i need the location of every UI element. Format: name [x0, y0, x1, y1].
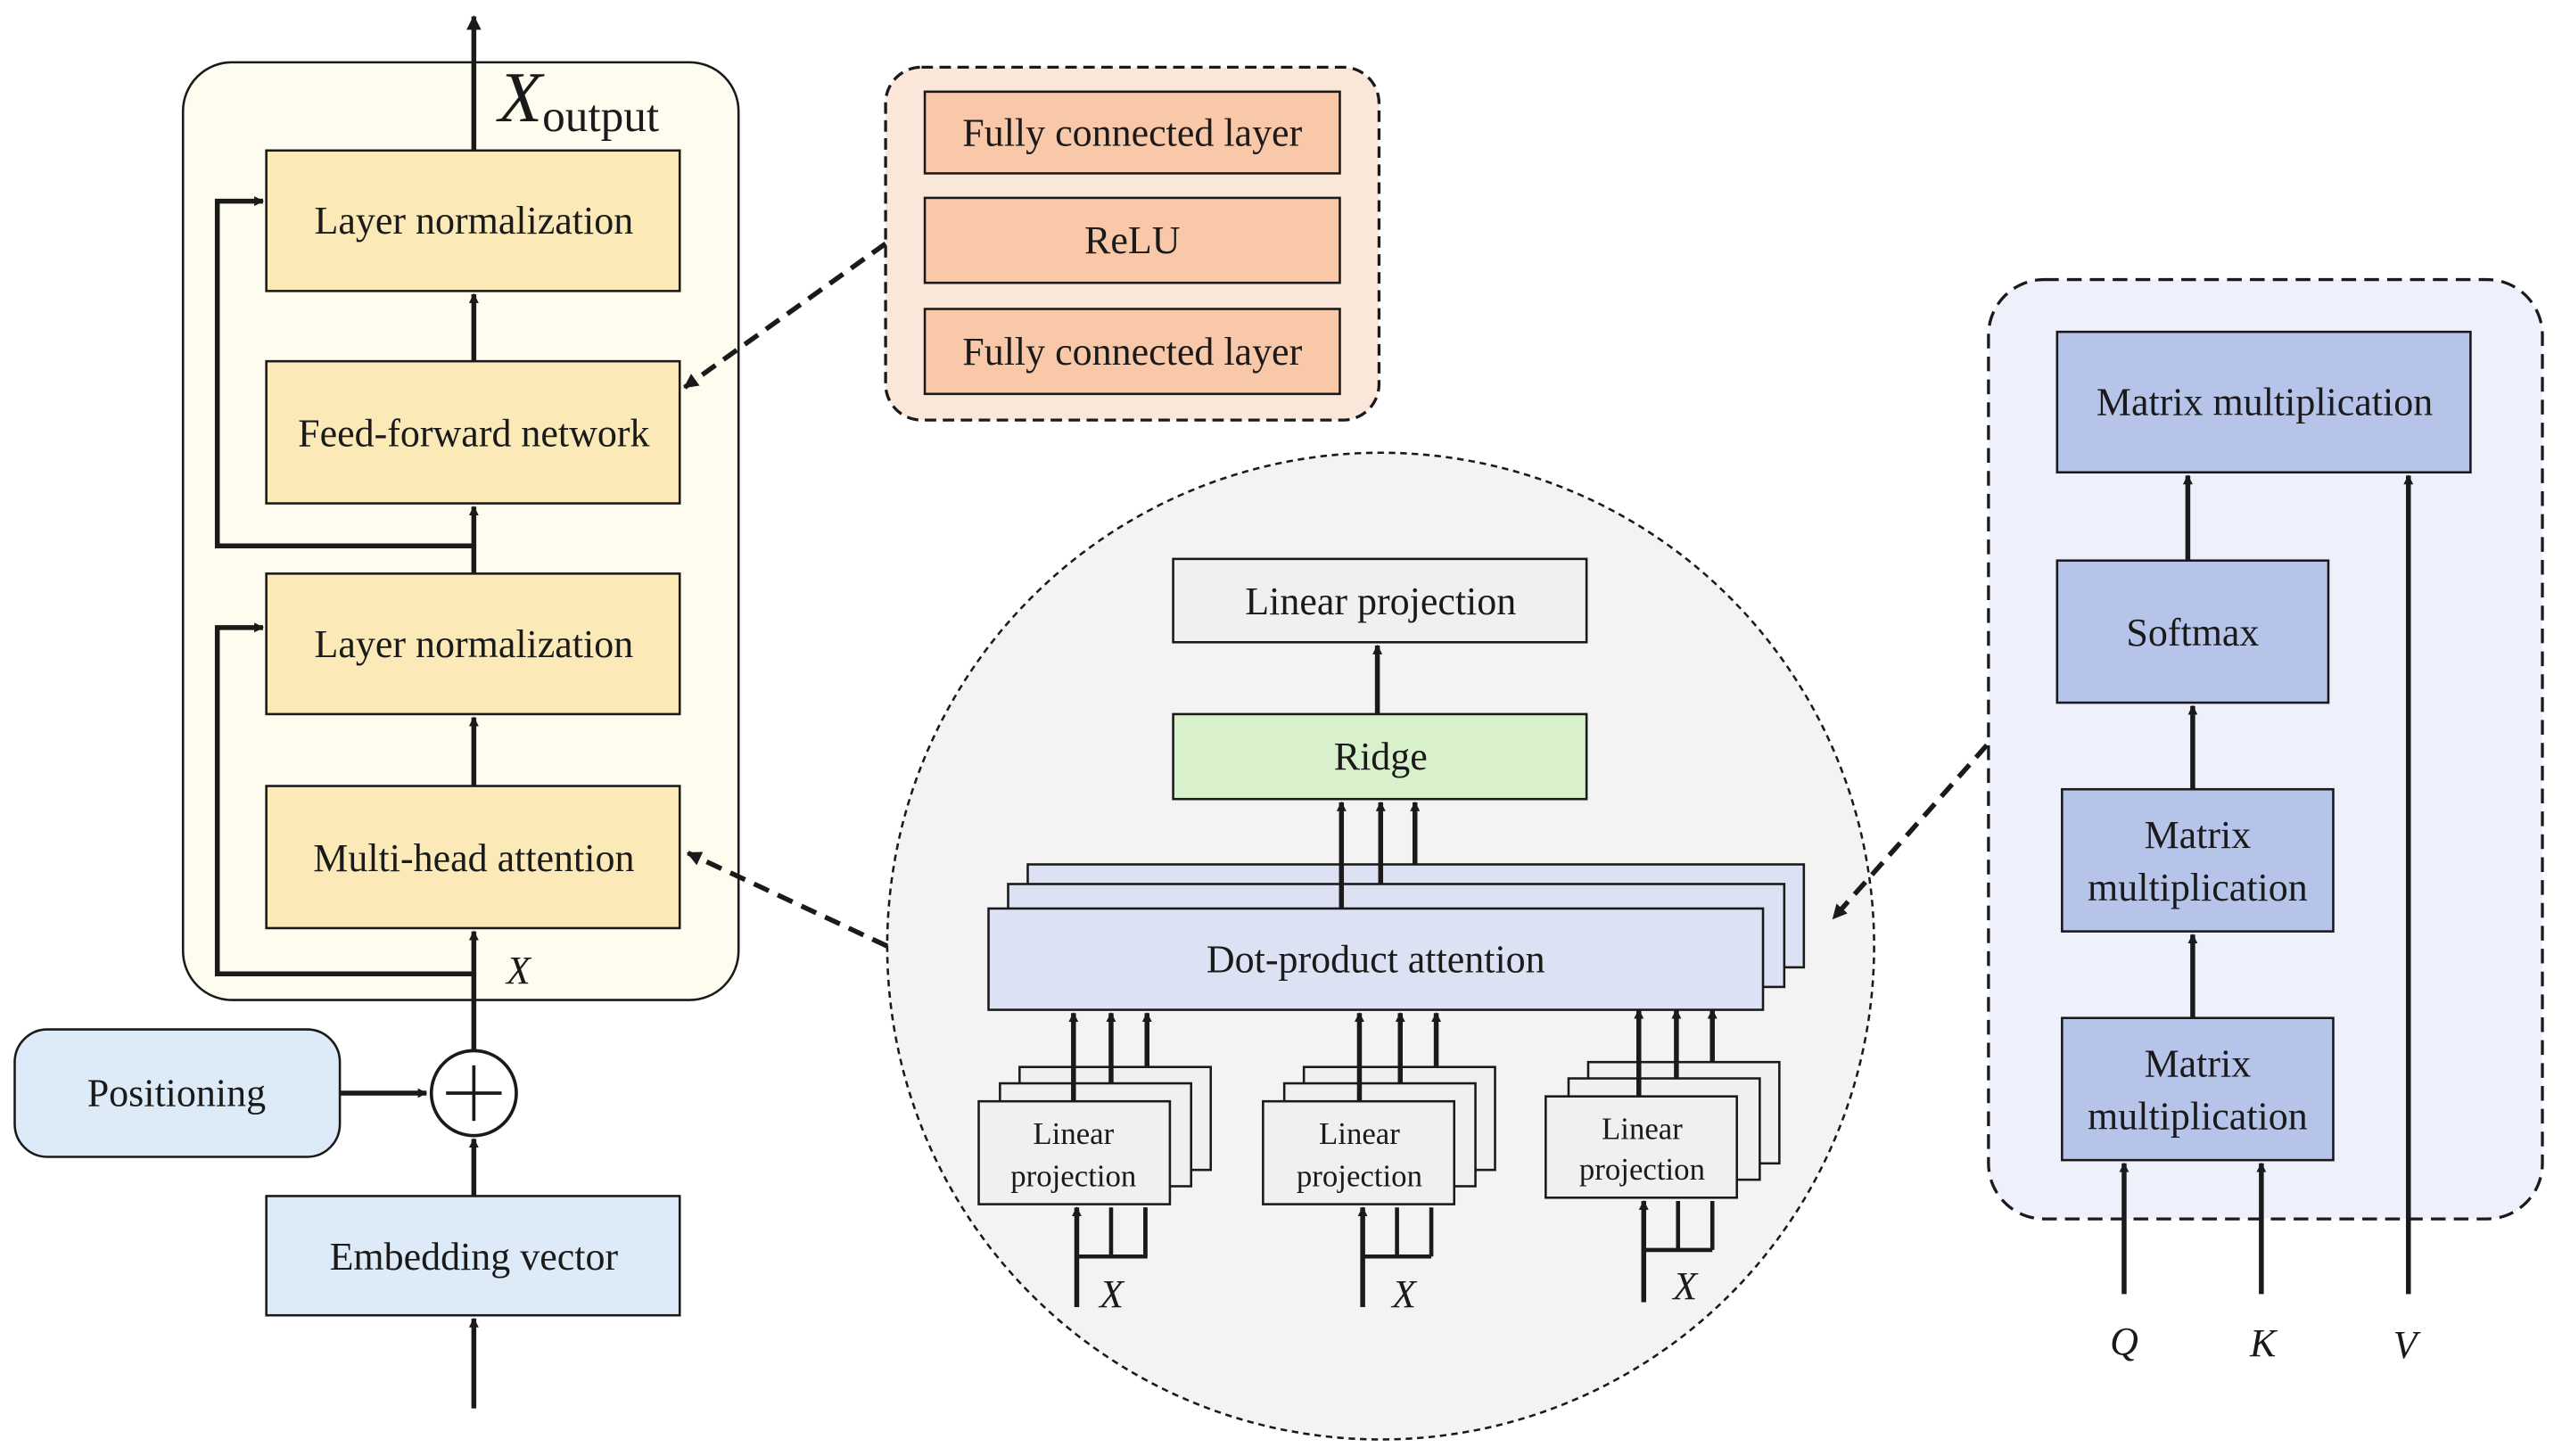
layer-norm-top-label: Layer normalization: [315, 199, 634, 243]
feed-forward-box: [265, 359, 681, 505]
embedding-box: [265, 1195, 681, 1317]
encoder-panel: [181, 61, 740, 1001]
dp-callout-arrow: [1831, 743, 1989, 920]
output-label: Xoutput: [496, 58, 659, 142]
ridge-box: [1172, 712, 1588, 801]
proj-left-label-2: projection: [1010, 1158, 1136, 1193]
ridge-label: Ridge: [1334, 735, 1428, 778]
layer-norm-top-box: [265, 149, 681, 292]
proj-left-label-1: Linear: [1033, 1116, 1114, 1151]
feed-forward-label: Feed-forward network: [298, 411, 649, 455]
matmul-bottom-label-1: Matrix: [2145, 1042, 2252, 1086]
relu-label: ReLU: [1084, 218, 1180, 262]
x-right-label: X: [1671, 1264, 1699, 1308]
mha-callout-arrow: [686, 851, 889, 949]
relu-box: [923, 196, 1341, 284]
fc-top-box: [923, 90, 1341, 175]
layer-norm-bottom-box: [265, 572, 681, 716]
fc-top-label: Fully connected layer: [962, 111, 1302, 154]
encoder-input-label: X: [505, 949, 532, 992]
dot-product-box: [987, 907, 1765, 1011]
matmul-bottom-label-2: multiplication: [2088, 1094, 2308, 1138]
fc-bottom-label: Fully connected layer: [962, 330, 1302, 374]
positioning-label: Positioning: [87, 1072, 266, 1115]
matmul-bottom-box: [2061, 1016, 2335, 1162]
x-mid-label: X: [1390, 1272, 1418, 1316]
proj-left-box: [977, 1099, 1172, 1205]
residual-top: [214, 196, 474, 548]
v-label: V: [2393, 1323, 2422, 1367]
k-label: K: [2249, 1321, 2278, 1365]
q-label: Q: [2110, 1320, 2138, 1363]
proj-mid-label-2: projection: [1297, 1158, 1422, 1193]
x-left-label: X: [1098, 1272, 1125, 1316]
proj-right-label-2: projection: [1579, 1152, 1705, 1187]
proj-right-label-1: Linear: [1602, 1111, 1683, 1146]
linear-projection-top-box: [1172, 557, 1588, 644]
matmul-top-box: [2055, 330, 2472, 474]
embedding-label: Embedding vector: [330, 1235, 619, 1279]
layer-norm-bottom-label: Layer normalization: [315, 622, 634, 666]
dot-product-label: Dot-product attention: [1207, 937, 1545, 981]
proj-mid-label-1: Linear: [1319, 1116, 1400, 1151]
softmax-label: Softmax: [2126, 611, 2259, 654]
softmax-box: [2055, 559, 2330, 704]
residual-bottom: [214, 622, 474, 977]
matmul-mid-label-1: Matrix: [2145, 813, 2252, 857]
multi-head-box: [265, 785, 681, 930]
ffn-callout-arrow: [683, 241, 887, 390]
proj-mid-box: [1262, 1099, 1456, 1205]
fc-bottom-box: [923, 308, 1341, 396]
linear-projection-top-label: Linear projection: [1245, 580, 1516, 623]
dot-product-detail-panel: [1987, 277, 2544, 1221]
proj-right-box: [1545, 1095, 1738, 1199]
matmul-mid-label-2: multiplication: [2088, 866, 2308, 909]
matmul-mid-box: [2061, 787, 2335, 933]
matmul-top-label: Matrix multiplication: [2097, 381, 2433, 424]
multi-head-label: Multi-head attention: [313, 836, 634, 880]
